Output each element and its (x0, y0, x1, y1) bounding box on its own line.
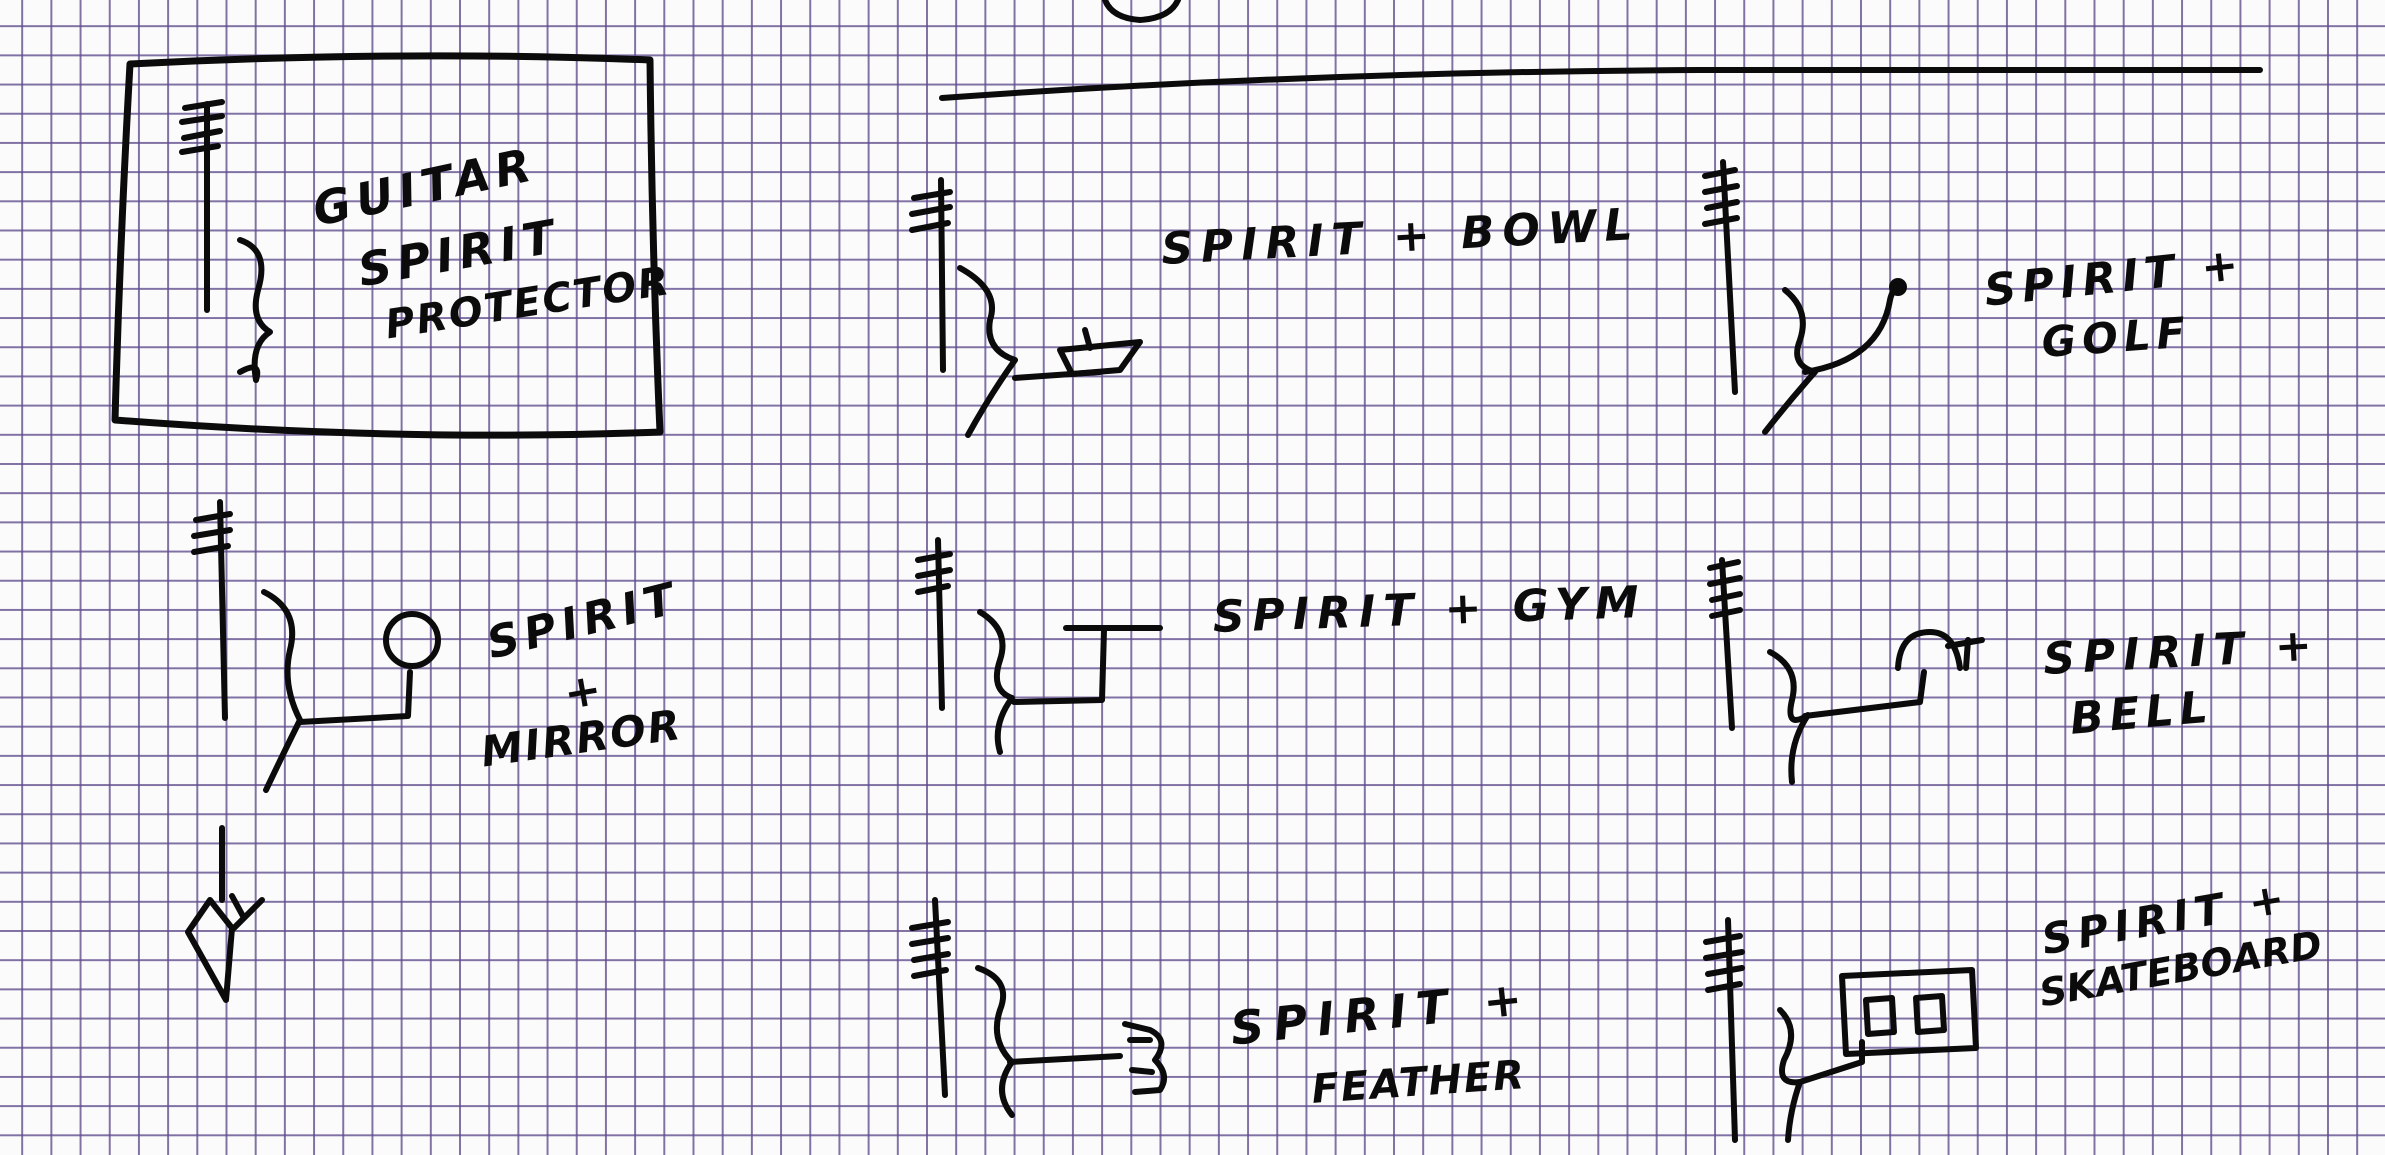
golf-label-line2: GOLF (2040, 307, 2193, 367)
guitar-spirit-glyph (179, 99, 273, 383)
arrow-glyph (185, 825, 265, 1003)
golf-glyph (1702, 159, 1907, 435)
bowl-glyph (909, 177, 1143, 438)
feather-glyph (909, 897, 1167, 1118)
frame-box (111, 52, 664, 439)
gym-glyph (915, 537, 1163, 755)
top-circle-fragment (1102, 0, 1181, 23)
divider-line (939, 67, 2263, 101)
skateboard-glyph (1703, 917, 1979, 1143)
mirror-glyph (191, 499, 441, 793)
bell-glyph (1707, 557, 1985, 785)
